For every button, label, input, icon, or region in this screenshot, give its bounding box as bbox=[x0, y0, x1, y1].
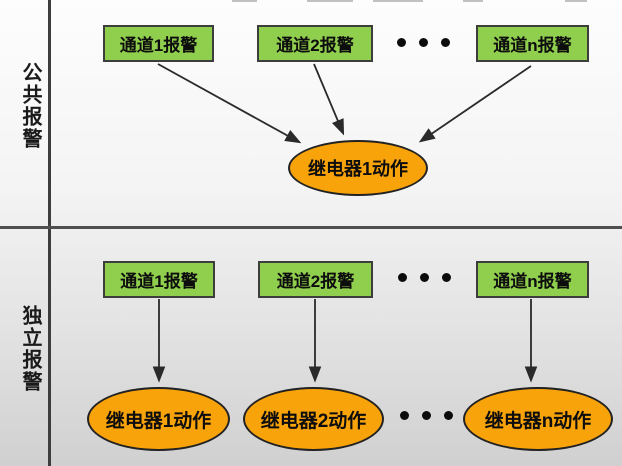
relay-ellipsis-independent bbox=[400, 411, 453, 420]
dot bbox=[398, 273, 407, 282]
dot bbox=[419, 38, 428, 47]
channel-box-n-common: 通道n报警 bbox=[476, 25, 589, 62]
top-edge-artifact bbox=[232, 0, 257, 2]
channel-box-1-independent: 通道1报警 bbox=[103, 261, 215, 298]
top-edge-artifact bbox=[565, 0, 587, 2]
label-divider-line bbox=[48, 0, 51, 466]
relay-ellipse-n-independent: 继电器n动作 bbox=[463, 387, 613, 451]
channel-box-2-independent: 通道2报警 bbox=[258, 261, 373, 298]
dot bbox=[422, 411, 431, 420]
dot bbox=[442, 273, 451, 282]
section-label-common: 公共报警 bbox=[19, 62, 41, 150]
channel-ellipsis-independent bbox=[398, 273, 451, 282]
channel-box-1-common: 通道1报警 bbox=[103, 25, 214, 62]
top-edge-artifact bbox=[463, 0, 483, 2]
section-divider-line bbox=[0, 226, 622, 229]
section-label-independent: 独立报警 bbox=[19, 305, 41, 393]
relay-ellipse-1-common: 继电器1动作 bbox=[288, 140, 428, 196]
dot bbox=[400, 411, 409, 420]
channel-box-2-common: 通道2报警 bbox=[257, 25, 373, 62]
relay-ellipse-1-independent: 继电器1动作 bbox=[87, 387, 230, 451]
channel-box-n-independent: 通道n报警 bbox=[476, 261, 589, 298]
top-edge-artifact bbox=[307, 0, 353, 2]
channel-ellipsis-common bbox=[397, 38, 450, 47]
top-edge-artifact bbox=[373, 0, 423, 2]
arrow-channel2-to-relay1 bbox=[313, 63, 345, 136]
relay-ellipse-2-independent: 继电器2动作 bbox=[243, 387, 384, 451]
dot bbox=[420, 273, 429, 282]
arrow-channeln-to-relay1 bbox=[418, 65, 532, 143]
dot bbox=[441, 38, 450, 47]
dot bbox=[444, 411, 453, 420]
dot bbox=[397, 38, 406, 47]
arrow-channel1-to-relay1 bbox=[157, 63, 302, 144]
